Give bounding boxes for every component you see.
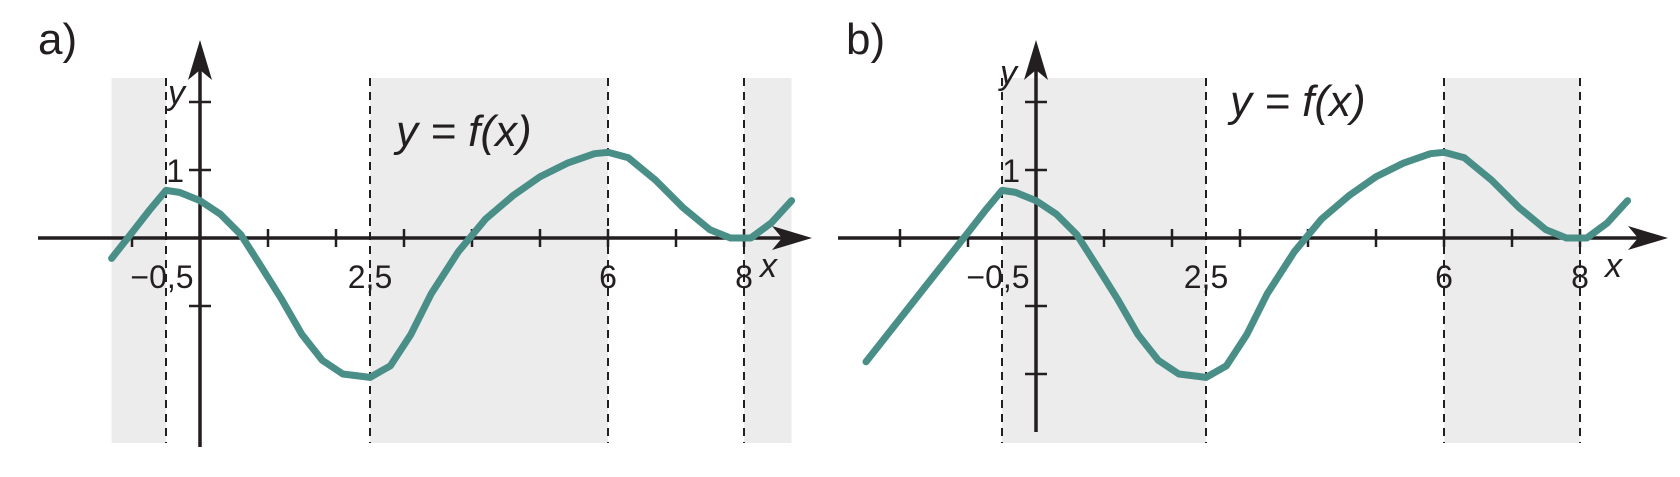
panel-b: b) y = f(x) x y −0,5 2,5 6 8 1	[838, 15, 1668, 443]
panel-b-function-curve	[862, 148, 1632, 381]
panel-a-function-label: y = f(x)	[393, 107, 532, 156]
panel-a-function-curve	[108, 148, 796, 381]
panel-a-shaded-interval-2	[744, 78, 792, 443]
panel-a-x-tick-label: −0,5	[130, 259, 193, 295]
panel-a-x-tick-label: 6	[599, 259, 617, 295]
panel-b-x-tick-label: 8	[1571, 259, 1589, 295]
panel-b-y-axis-label: y	[998, 54, 1019, 92]
panel-a-dashed-lines	[165, 78, 745, 443]
panel-b-x-tick-label: 2,5	[1184, 259, 1228, 295]
panel-b-dashed-lines	[1001, 78, 1581, 443]
panel-a-shaded-interval-1	[370, 78, 608, 443]
panel-a-y-axis-arrow-icon	[188, 40, 212, 80]
panel-b-function-label: y = f(x)	[1227, 77, 1366, 126]
panel-b-y-tick-label: 1	[1002, 153, 1020, 189]
panel-a-x-tick-label: 8	[735, 259, 753, 295]
panel-b-curve-group	[862, 148, 1632, 381]
panel-b-tick-labels: −0,5 2,5 6 8 1	[966, 153, 1588, 295]
panel-a-y-axis-label: y	[166, 74, 187, 112]
panel-a-y-tick-label: 1	[166, 153, 184, 189]
panel-a-shaded-interval-0	[111, 78, 166, 443]
panel-b-x-tick-label: −0,5	[966, 259, 1029, 295]
panel-b-x-axis-label: x	[1603, 247, 1623, 285]
panel-a-curve-group	[108, 148, 796, 381]
panel-b-shaded-interval-1	[1444, 78, 1580, 443]
panel-a: a) y = f(x) x y −0,5 2,5 6 8 1	[38, 15, 812, 447]
panel-b-axes	[838, 40, 1668, 432]
panel-a-shading	[111, 78, 792, 443]
panel-a-label: a)	[38, 15, 77, 64]
panel-b-label: b)	[846, 15, 885, 64]
panel-a-x-axis-arrow-icon	[772, 226, 812, 250]
panel-a-axes	[38, 40, 812, 447]
panel-b-x-tick-label: 6	[1435, 259, 1453, 295]
panel-b-y-axis-arrow-icon	[1024, 40, 1048, 80]
panel-a-x-tick-label: 2,5	[348, 259, 392, 295]
panel-b-x-axis-arrow-icon	[1628, 226, 1668, 250]
panel-b-shaded-interval-0	[1002, 78, 1206, 443]
panel-a-tick-labels: −0,5 2,5 6 8 1	[130, 153, 752, 295]
panel-a-x-axis-label: x	[758, 247, 778, 285]
